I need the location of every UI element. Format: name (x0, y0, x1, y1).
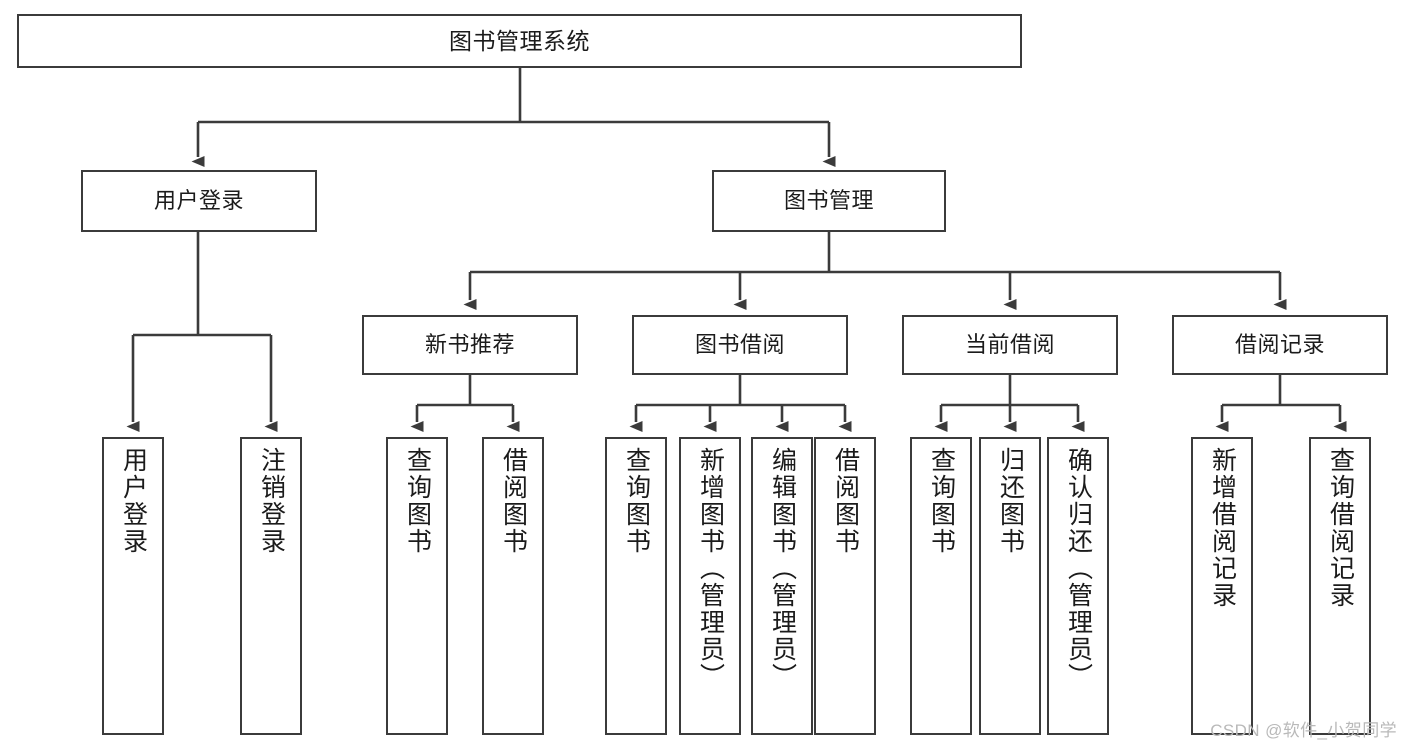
node-label: 借阅图书 (499, 447, 528, 555)
node-label: 图书管理系统 (449, 27, 590, 54)
leaf-add-book-admin[interactable]: 新增图书（管理员） (679, 437, 741, 735)
leaf-query-book-recommend[interactable]: 查询图书 (386, 437, 448, 735)
node-label: 新增借阅记录 (1208, 447, 1237, 609)
watermark-text: CSDN @软件_小贺同学 (1210, 721, 1397, 740)
node-label: 借阅图书 (831, 447, 860, 555)
node-label: 归还图书 (996, 447, 1025, 555)
node-new-book-recommend[interactable]: 新书推荐 (362, 315, 578, 375)
leaf-confirm-return-admin[interactable]: 确认归还（管理员） (1047, 437, 1109, 735)
node-label: 用户登录 (153, 188, 244, 214)
node-label: 确认归还（管理员） (1064, 447, 1093, 690)
node-label: 当前借阅 (964, 332, 1055, 358)
leaf-return-book[interactable]: 归还图书 (979, 437, 1041, 735)
node-book-borrow[interactable]: 图书借阅 (632, 315, 848, 375)
node-label: 注销登录 (257, 447, 286, 555)
leaf-query-borrow-record[interactable]: 查询借阅记录 (1309, 437, 1371, 735)
node-label: 查询图书 (927, 447, 956, 555)
node-user-login[interactable]: 用户登录 (81, 170, 317, 232)
leaf-logout-login[interactable]: 注销登录 (240, 437, 302, 735)
leaf-user-login[interactable]: 用户登录 (102, 437, 164, 735)
node-label: 新增图书（管理员） (696, 447, 725, 690)
leaf-query-book-borrow[interactable]: 查询图书 (605, 437, 667, 735)
node-label: 查询图书 (403, 447, 432, 555)
leaf-query-book-current[interactable]: 查询图书 (910, 437, 972, 735)
leaf-add-borrow-record[interactable]: 新增借阅记录 (1191, 437, 1253, 735)
leaf-borrow-book-recommend[interactable]: 借阅图书 (482, 437, 544, 735)
node-label: 图书借阅 (694, 332, 785, 358)
node-root-book-management-system[interactable]: 图书管理系统 (17, 14, 1022, 68)
node-label: 新书推荐 (424, 332, 515, 358)
node-label: 编辑图书（管理员） (768, 447, 797, 690)
leaf-borrow-book[interactable]: 借阅图书 (814, 437, 876, 735)
node-label: 借阅记录 (1234, 332, 1325, 358)
node-current-borrow[interactable]: 当前借阅 (902, 315, 1118, 375)
node-book-management[interactable]: 图书管理 (712, 170, 946, 232)
node-label: 查询借阅记录 (1326, 447, 1355, 609)
node-label: 查询图书 (622, 447, 651, 555)
leaf-edit-book-admin[interactable]: 编辑图书（管理员） (751, 437, 813, 735)
node-label: 图书管理 (783, 188, 874, 214)
node-borrow-record[interactable]: 借阅记录 (1172, 315, 1388, 375)
node-label: 用户登录 (119, 447, 148, 555)
